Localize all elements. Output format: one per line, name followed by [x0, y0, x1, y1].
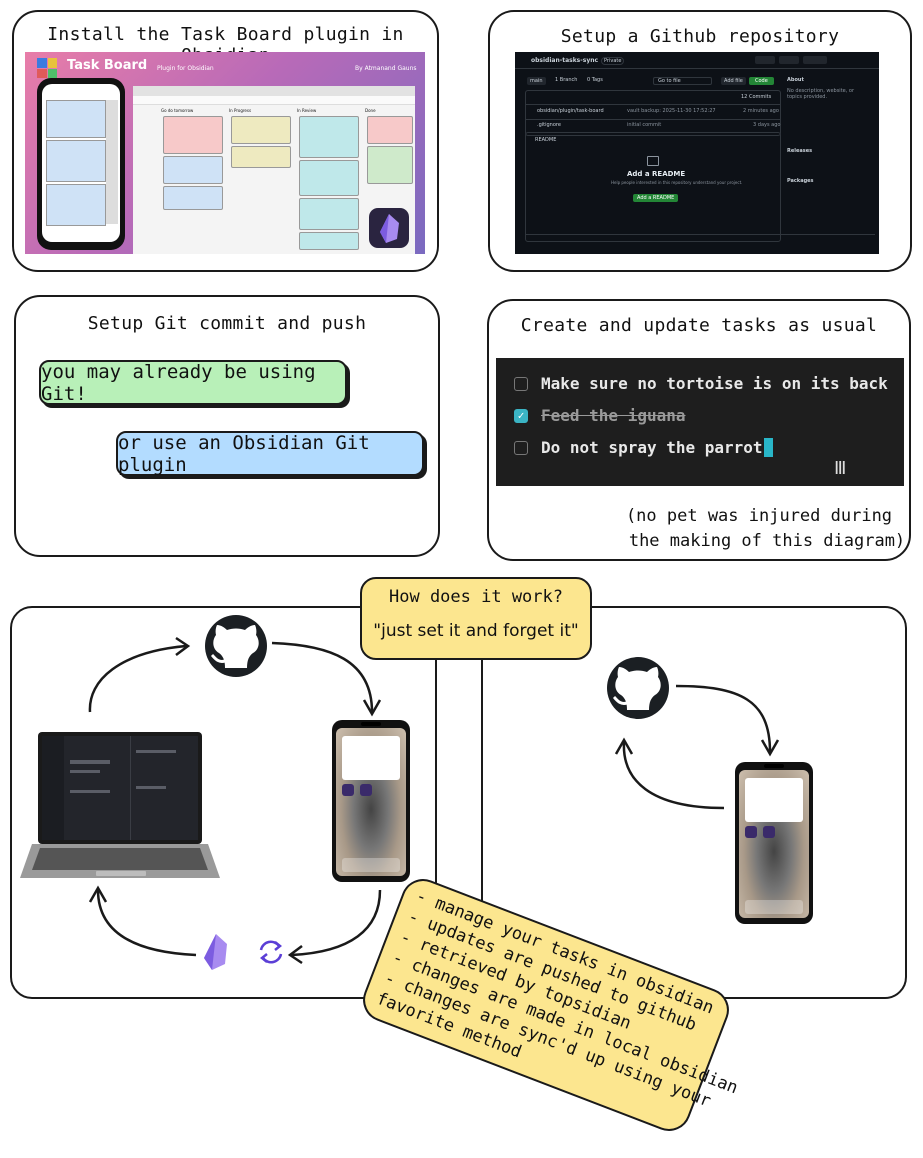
- taskboard-screenshot: Task Board Plugin for Obsidian By Atmana…: [25, 52, 425, 254]
- github-file-name[interactable]: obsidian/plugin/task-board: [537, 108, 604, 114]
- panel-tasks-title: Create and update tasks as usual: [520, 315, 878, 336]
- how-title: How does it work?: [389, 587, 563, 607]
- taskboard-window: Go do tomorrow In Progress In Review Don…: [133, 86, 415, 254]
- github-file-msg: initial commit: [627, 122, 662, 128]
- panel-git: Setup Git commit and push: [14, 295, 440, 557]
- github-add-file-button[interactable]: Add file: [721, 77, 746, 85]
- taskboard-logo-icon: [37, 58, 57, 78]
- ibeam-cursor-icon: Ⅲ: [834, 458, 847, 479]
- checkbox[interactable]: [514, 376, 528, 391]
- github-readme-tab[interactable]: README: [535, 137, 557, 143]
- task-item[interactable]: ✓ Feed the iguana: [514, 406, 686, 425]
- github-go-to-file[interactable]: Go to file: [653, 77, 712, 85]
- github-add-readme-title: Add a README: [627, 170, 686, 178]
- github-file-name[interactable]: .gitignore: [537, 122, 561, 128]
- github-visibility-badge: Private: [601, 57, 625, 65]
- github-screenshot: obsidian-tasks-sync Private main 1 Branc…: [515, 52, 879, 254]
- github-about-text: No description, website, or topics provi…: [787, 88, 855, 100]
- note-blue: or use an Obsidian Git plugin: [116, 431, 424, 476]
- footnote-line1: (no pet was injured during: [625, 506, 893, 526]
- github-file-msg: vault backup: 2025-11-30 17:52:27: [627, 108, 716, 114]
- checkbox[interactable]: [514, 440, 528, 455]
- footnote-line2: the making of this diagram): [628, 531, 906, 551]
- github-repo-name: obsidian-tasks-sync: [531, 57, 599, 64]
- phone-mockup: [735, 762, 813, 924]
- obsidian-logo-icon: [369, 208, 409, 248]
- panel-git-title: Setup Git commit and push: [87, 313, 367, 334]
- how-it-works-box: How does it work? "just set it and forge…: [360, 577, 592, 660]
- board-column-title: Go do tomorrow: [161, 108, 194, 113]
- note-green-text: you may already be using Git!: [41, 360, 316, 405]
- github-releases-title: Releases: [787, 148, 813, 154]
- board-column: Done: [365, 108, 413, 248]
- github-commit-count: 12 Commits: [741, 94, 772, 100]
- board-column-title: Done: [365, 108, 376, 113]
- panel-github-title: Setup a Github repository: [560, 26, 840, 47]
- board-column: In Progress: [229, 108, 291, 248]
- github-add-readme-button[interactable]: Add a README: [633, 194, 679, 202]
- task-text: Make sure no tortoise is on its back: [541, 374, 888, 393]
- github-file-age: 2 minutes ago: [743, 108, 779, 114]
- board-column-title: In Progress: [229, 108, 252, 113]
- note-blue-text: or use an Obsidian Git plugin: [118, 431, 370, 476]
- taskboard-author: By Atmanand Gauns: [355, 65, 417, 72]
- task-item[interactable]: Make sure no tortoise is on its back: [514, 374, 888, 393]
- github-about-title: About: [787, 77, 804, 83]
- taskboard-subtitle: Plugin for Obsidian: [157, 65, 214, 72]
- taskboard-app-name: Task Board: [67, 58, 148, 73]
- github-file-age: 3 days ago: [753, 122, 781, 128]
- task-text: Do not spray the parrot: [541, 438, 763, 457]
- checkbox-checked[interactable]: ✓: [514, 408, 528, 423]
- board-column-title: In Review: [297, 108, 317, 113]
- phone-mockup: [37, 78, 125, 250]
- task-editor[interactable]: Make sure no tortoise is on its back ✓ F…: [496, 358, 904, 486]
- task-item[interactable]: Do not spray the parrot: [514, 438, 773, 457]
- phone-mockup: [332, 720, 410, 882]
- github-branches-link[interactable]: 1 Branch: [555, 77, 578, 83]
- github-add-readme-text: Help people interested in this repositor…: [611, 180, 743, 185]
- github-packages-title: Packages: [787, 178, 814, 184]
- github-tags-link[interactable]: 0 Tags: [587, 77, 603, 83]
- task-text: Feed the iguana: [541, 406, 686, 425]
- how-quote: "just set it and forget it": [373, 621, 579, 641]
- github-branch-select[interactable]: main: [527, 77, 546, 85]
- github-code-button[interactable]: Code: [749, 77, 774, 85]
- board-column: In Review: [297, 108, 359, 250]
- book-icon: [647, 156, 659, 166]
- board-column: Go do tomorrow: [161, 108, 223, 248]
- note-green: you may already be using Git!: [39, 360, 347, 405]
- text-cursor: [763, 438, 773, 457]
